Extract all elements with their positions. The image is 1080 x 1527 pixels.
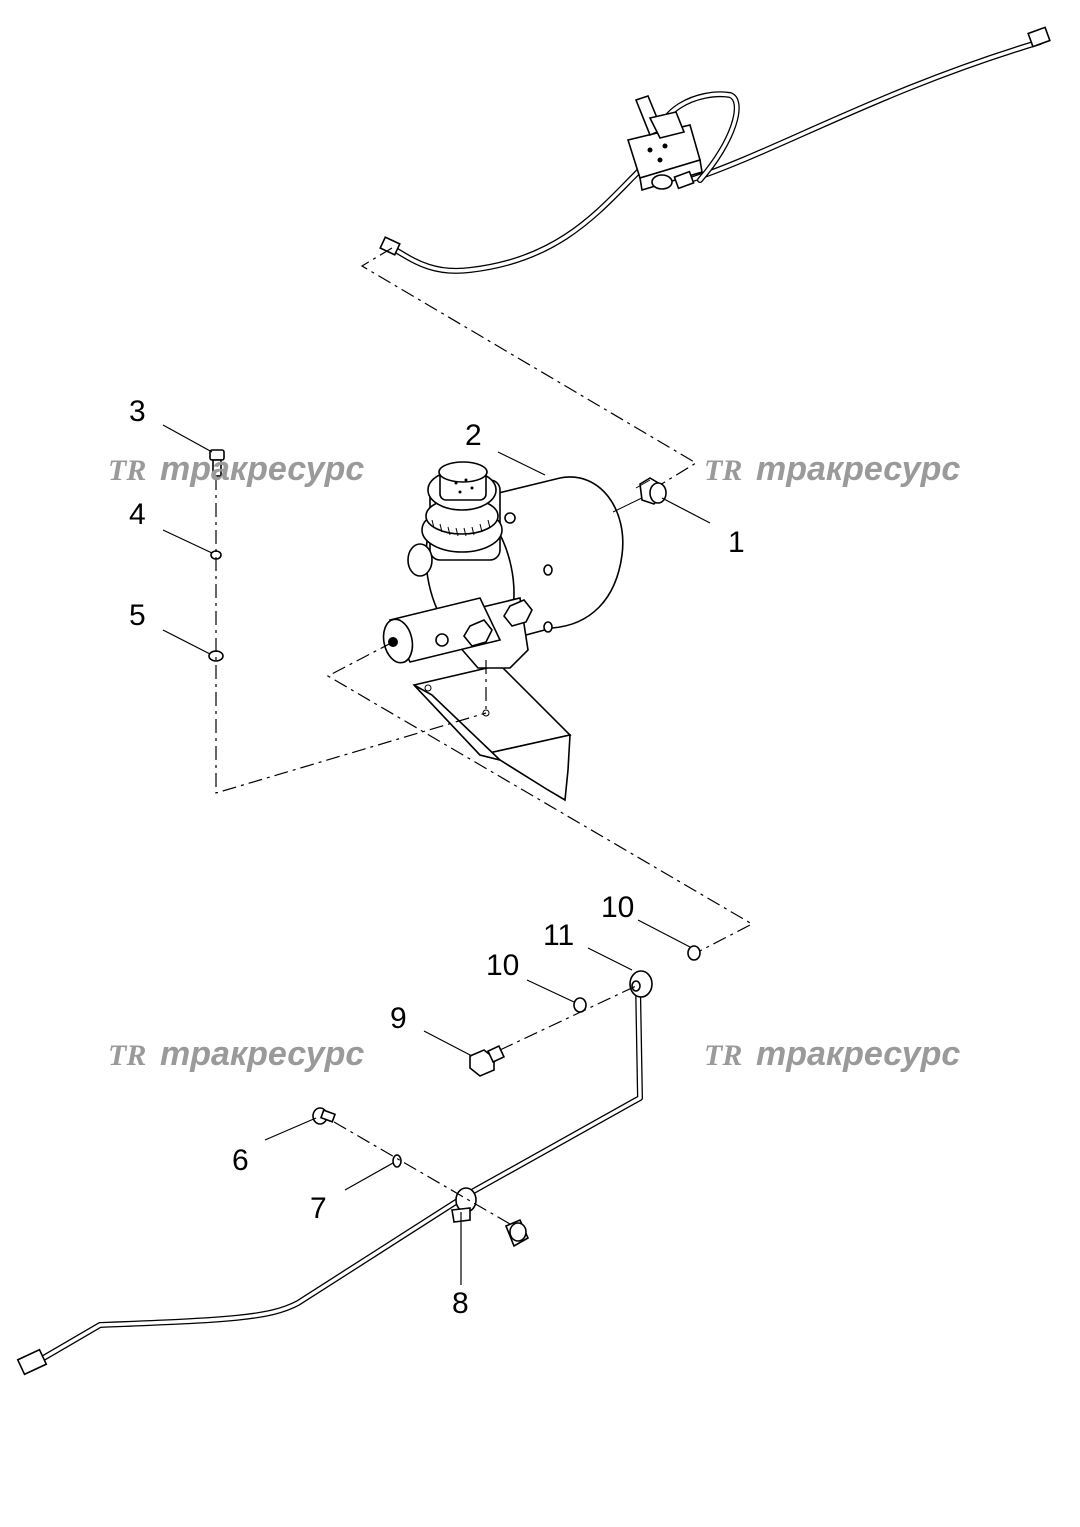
brake-pipe-assembly [16, 982, 643, 1376]
callout-3: 3 [129, 395, 146, 428]
watermark-logo-mark: TR [704, 454, 742, 487]
callout-5: 5 [129, 599, 146, 632]
callout-2: 2 [465, 419, 482, 452]
watermark-logo-mark: TR [704, 1039, 742, 1072]
callout-8: 8 [452, 1287, 469, 1320]
watermark-text: тракресурс [160, 450, 364, 488]
watermark-top-right: TR тракресурс [704, 450, 960, 488]
watermark-text: тракресурс [756, 450, 960, 488]
callout-4: 4 [129, 498, 146, 531]
callout-10-upper: 10 [601, 891, 634, 924]
watermark-top-left: TR тракресурс [108, 450, 364, 488]
callout-10-lower: 10 [486, 949, 519, 982]
washer-part-7 [392, 1154, 402, 1168]
assembly-line-cylinder [326, 641, 754, 955]
watermark-text: тракресурс [756, 1035, 960, 1073]
assembly-line-clamp [333, 1121, 511, 1225]
leader-lines [162, 424, 711, 1285]
screw-part-6 [312, 1107, 337, 1125]
watermark-text: тракресурс [160, 1035, 364, 1073]
fitting-part-1 [635, 477, 667, 505]
pedal-valve-assembly [379, 26, 1051, 274]
callout-7: 7 [310, 1192, 327, 1225]
banjo-fitting-part-11 [629, 970, 653, 998]
watermark-bottom-right: TR тракресурс [704, 1035, 960, 1073]
callout-9: 9 [390, 1002, 407, 1035]
callout-1: 1 [728, 526, 745, 559]
assembly-line-banjo [499, 985, 637, 1051]
spacer-sleeve [504, 1218, 530, 1248]
callout-11: 11 [543, 919, 574, 952]
watermark-logo-mark: TR [108, 1039, 146, 1072]
callout-numbers: 1 2 3 4 5 10 11 10 9 6 7 8 [129, 395, 745, 1320]
callout-6: 6 [232, 1144, 249, 1177]
assembly-line-top [360, 247, 698, 489]
booster-assembly [382, 461, 651, 802]
assembly-line-bolt [215, 476, 487, 794]
banjo-bolt-part-9 [469, 1044, 506, 1077]
washer-part-10a [687, 945, 701, 961]
watermark-bottom-left: TR тракресурс [108, 1035, 364, 1073]
watermark-logo-mark: TR [108, 454, 146, 487]
bolt-part-3 [209, 449, 225, 477]
